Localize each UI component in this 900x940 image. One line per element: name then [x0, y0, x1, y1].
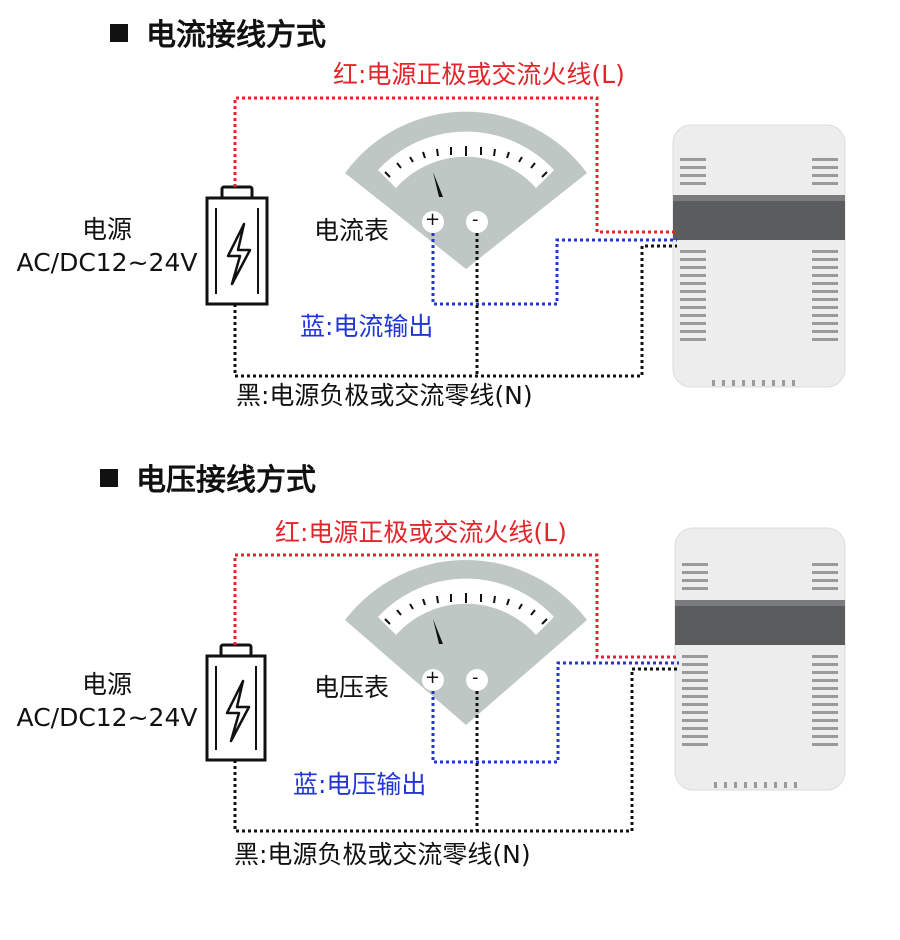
lightning-bolt-icon	[226, 222, 252, 286]
meter-label: 电流表	[314, 216, 390, 245]
wiring-diagram	[205, 527, 846, 833]
current-wiring-section: 电流接线方式	[0, 0, 900, 460]
meter-minus-terminal: -	[472, 209, 479, 230]
power-spec: AC/DC12~24V	[16, 703, 198, 732]
battery-icon	[205, 185, 269, 306]
bullet-square-icon	[110, 24, 128, 42]
meter-plus-terminal: +	[425, 667, 441, 688]
power-spec: AC/DC12~24V	[16, 248, 198, 277]
blue-wire-label: 蓝:电压输出	[293, 770, 427, 799]
meter-label: 电压表	[314, 673, 390, 702]
section-title: 电压接线方式	[100, 455, 316, 499]
black-wire	[233, 667, 679, 833]
blue-wire-label: 蓝:电流输出	[300, 312, 434, 341]
meter-plus-terminal: +	[425, 209, 441, 230]
lightning-bolt-icon	[225, 679, 251, 743]
red-wire	[233, 96, 677, 234]
red-wire-label: 红:电源正极或交流火线(L)	[275, 518, 567, 547]
black-wire	[233, 244, 677, 378]
meter-minus-terminal: -	[472, 667, 479, 688]
battery-icon	[205, 643, 267, 762]
section-title: 电流接线方式	[110, 10, 326, 54]
power-label: 电源	[81, 670, 132, 699]
bullet-square-icon	[100, 469, 118, 487]
sensor-device-icon	[672, 124, 846, 388]
black-wire-label: 黑:电源负极或交流零线(N)	[234, 840, 531, 869]
wiring-diagram	[205, 96, 846, 388]
blue-wire	[431, 233, 677, 306]
red-wire	[233, 553, 679, 659]
voltage-wiring-section: 电压接线方式	[0, 445, 900, 905]
red-wire-label: 红:电源正极或交流火线(L)	[333, 60, 625, 89]
black-wire-label: 黑:电源负极或交流零线(N)	[236, 381, 533, 410]
analog-meter-icon	[345, 559, 587, 725]
sensor-device-icon	[674, 527, 846, 791]
analog-meter-icon	[345, 111, 587, 269]
power-label: 电源	[81, 215, 132, 244]
